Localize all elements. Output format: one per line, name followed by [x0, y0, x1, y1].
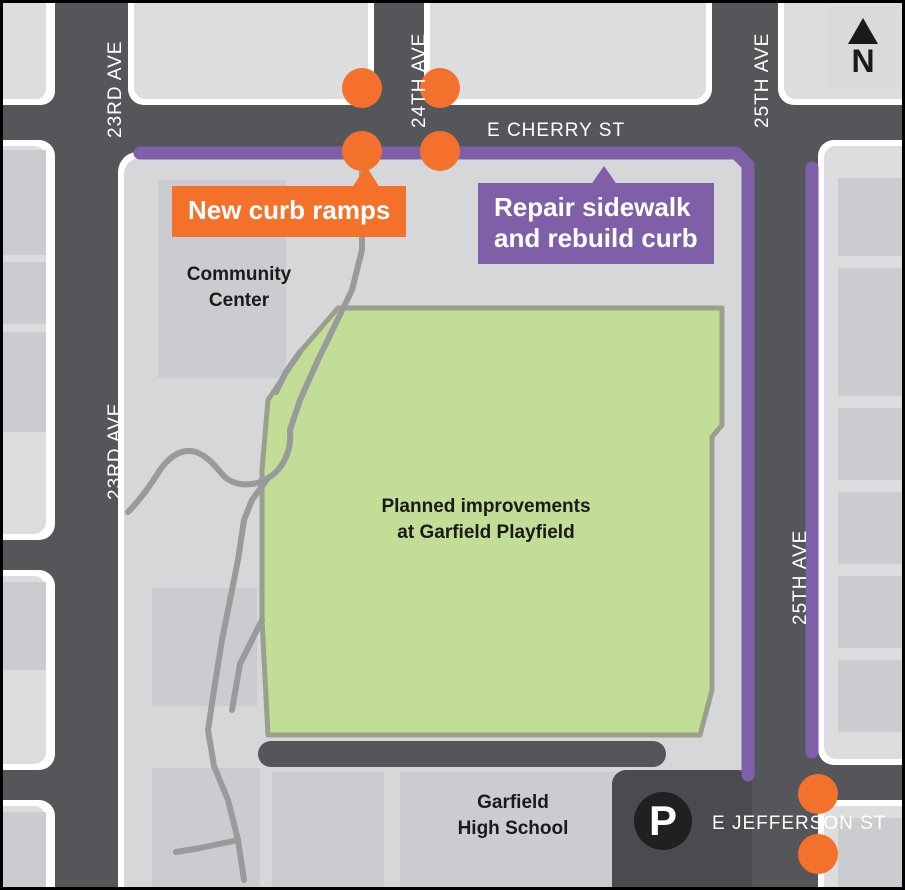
curb-ramp-dot-nw: [342, 68, 382, 108]
curb-ramp-dot-jefferson-s: [798, 834, 838, 874]
callout-repair-sidewalk-line2: and rebuild curb: [494, 222, 698, 253]
curb-ramp-dots: [342, 68, 838, 874]
callout-new-curb-ramps-line1: New curb ramps: [188, 195, 391, 225]
callout-repair-sidewalk-rebuild-curb[interactable]: Repair sidewalk and rebuild curb: [478, 183, 714, 265]
curb-ramp-dot-ne: [420, 68, 460, 108]
parking-badge: P: [634, 792, 692, 850]
north-arrow-icon: [848, 17, 878, 44]
callout-tail-new-curb-ramps: [352, 166, 380, 188]
callout-tail-repair-sidewalk: [590, 166, 618, 186]
callout-repair-sidewalk-line1: Repair sidewalk: [494, 192, 691, 222]
north-letter: N: [851, 42, 875, 79]
curb-ramp-dot-sw: [342, 131, 382, 171]
callout-new-curb-ramps[interactable]: New curb ramps: [172, 186, 407, 237]
garfield-playfield-area: [259, 305, 725, 738]
curb-ramp-dot-se: [420, 131, 460, 171]
curb-ramp-dot-jefferson-n: [798, 774, 838, 814]
service-driveway: [258, 741, 666, 767]
north-indicator: N: [827, 6, 899, 88]
